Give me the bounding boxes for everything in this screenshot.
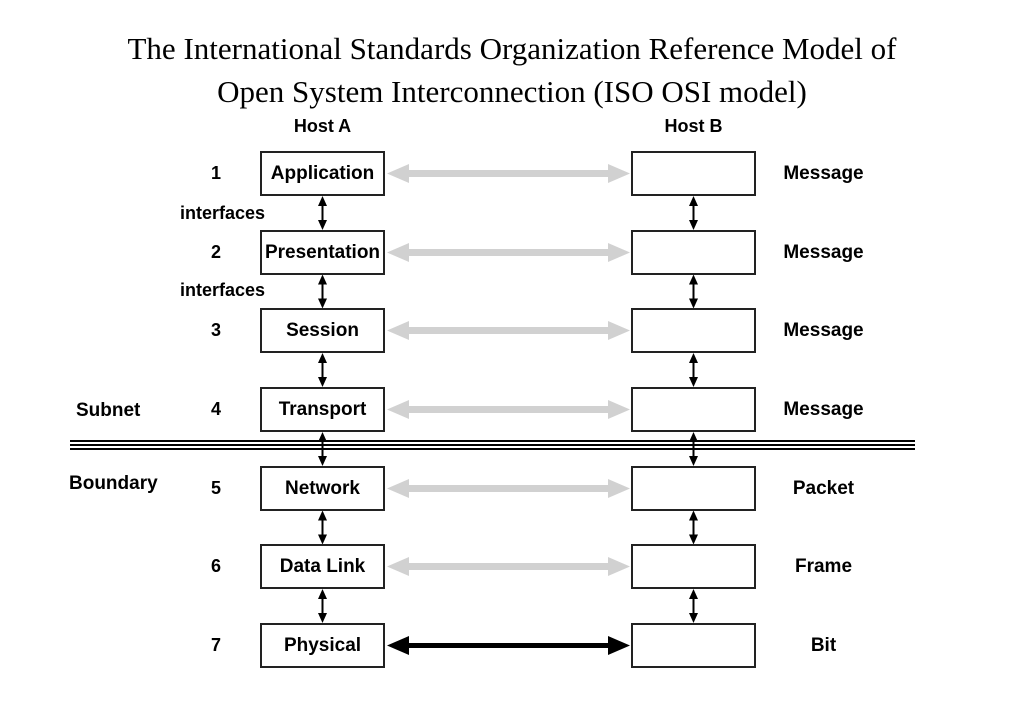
interface-arrow-hosta-3-4 (317, 352, 328, 388)
interfaces-label-2: interfaces (180, 280, 266, 300)
peer-arrow-network (387, 479, 630, 498)
boundary-label: Boundary (69, 473, 158, 494)
interface-arrow-hostb-6-7 (688, 588, 699, 624)
interface-arrow-hosta-5-6 (317, 509, 328, 546)
layer-box-hosta-application: Application (260, 151, 385, 196)
peer-arrow-datalink (387, 557, 630, 576)
subnet-label: Subnet (76, 400, 141, 421)
pdu-label-session: Message (783, 320, 864, 341)
physical-medium-arrow (387, 636, 630, 655)
interface-arrow-hosta-1-2 (317, 195, 328, 231)
layer-box-hostb-application (631, 151, 756, 196)
pdu-label-transport: Message (783, 399, 864, 420)
layer-number-4: 4 (210, 399, 221, 419)
peer-arrow-session (387, 321, 630, 340)
layer-box-hostb-presentation (631, 230, 756, 275)
interface-arrow-hosta-2-3 (317, 273, 328, 310)
layer-number-3: 3 (210, 320, 221, 340)
layer-box-hostb-physical (631, 623, 756, 668)
host-b-label: Host B (664, 116, 723, 136)
page-title: The International Standards Organization… (0, 27, 1024, 113)
title-line-1: The International Standards Organization… (127, 31, 897, 66)
layer-box-hosta-presentation: Presentation (260, 230, 385, 275)
layer-number-7: 7 (210, 635, 221, 655)
layer-box-hostb-transport (631, 387, 756, 432)
title-line-2: Open System Interconnection (ISO OSI mod… (217, 74, 807, 109)
pdu-label-presentation: Message (783, 242, 864, 263)
layer-box-hosta-physical: Physical (260, 623, 385, 668)
layer-number-6: 6 (210, 556, 221, 576)
layer-box-hostb-network (631, 466, 756, 511)
interfaces-label-1: interfaces (180, 203, 266, 223)
layer-number-5: 5 (210, 478, 221, 498)
interface-arrow-hosta-6-7 (317, 588, 328, 624)
interface-arrow-hostb-3-4 (688, 352, 699, 388)
peer-arrow-application (387, 164, 630, 183)
host-a-label: Host A (293, 116, 352, 136)
layer-box-hostb-datalink (631, 544, 756, 589)
layer-number-2: 2 (210, 242, 221, 262)
layer-box-hosta-datalink: Data Link (260, 544, 385, 589)
pdu-label-network: Packet (792, 478, 855, 499)
layer-number-1: 1 (210, 163, 221, 183)
peer-arrow-presentation (387, 243, 630, 262)
interface-arrow-hostb-5-6 (688, 509, 699, 546)
pdu-label-application: Message (783, 163, 864, 184)
interface-arrow-hostb-2-3 (688, 273, 699, 310)
peer-arrow-transport (387, 400, 630, 419)
layer-box-hosta-session: Session (260, 308, 385, 353)
layer-box-hosta-network: Network (260, 466, 385, 511)
layer-box-hostb-session (631, 308, 756, 353)
subnet-boundary-line (70, 440, 915, 450)
pdu-label-physical: Bit (810, 635, 837, 656)
pdu-label-datalink: Frame (794, 556, 853, 577)
interface-arrow-hostb-1-2 (688, 195, 699, 231)
layer-box-hosta-transport: Transport (260, 387, 385, 432)
